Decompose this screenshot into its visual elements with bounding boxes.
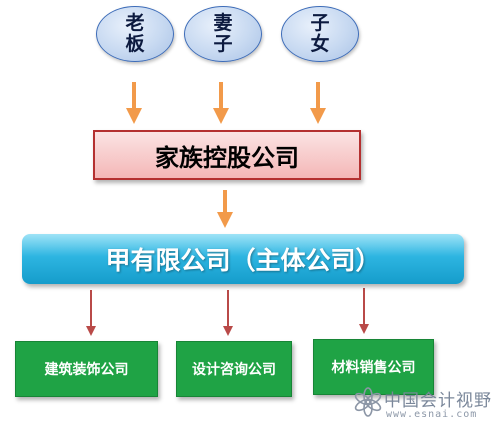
watermark: 中国会计视野 www.esnai.com [350,384,500,426]
esnai-logo-icon [354,387,382,417]
owner-wife-label: 妻子 [213,12,233,55]
subsidiary-design-label: 设计咨询公司 [192,362,276,378]
holding-company-label: 家族控股公司 [155,143,299,172]
subsidiary-materials-label: 材料销售公司 [331,360,416,376]
arrow-holding-to-main [217,190,233,228]
subsidiary-construction-node: 建筑装饰公司 [15,341,158,397]
arrow-wife-to-holding [213,82,229,124]
arrow-main-to-materials [359,288,369,334]
arrow-children-to-holding [310,82,326,124]
arrow-boss-to-holding [126,82,142,124]
subsidiary-materials-node: 材料销售公司 [313,339,434,395]
owner-boss-node: 老板 [96,6,174,62]
arrow-main-to-design [223,290,233,336]
arrow-main-to-construction [86,290,96,336]
owner-wife-node: 妻子 [184,6,262,62]
subsidiary-design-node: 设计咨询公司 [176,341,292,397]
main-company-node: 甲有限公司（主体公司） [22,234,464,284]
holding-company-node: 家族控股公司 [93,130,361,180]
owner-children-label: 子女 [310,12,330,55]
owner-arrows [126,82,326,228]
owner-children-node: 子女 [281,6,359,62]
subsidiary-arrows [86,288,369,336]
watermark-url: www.esnai.com [386,409,478,420]
owner-boss-label: 老板 [125,12,145,55]
subsidiary-construction-label: 建筑装饰公司 [44,362,129,378]
main-company-label: 甲有限公司（主体公司） [105,246,381,275]
watermark-text: 中国会计视野 [384,391,492,411]
